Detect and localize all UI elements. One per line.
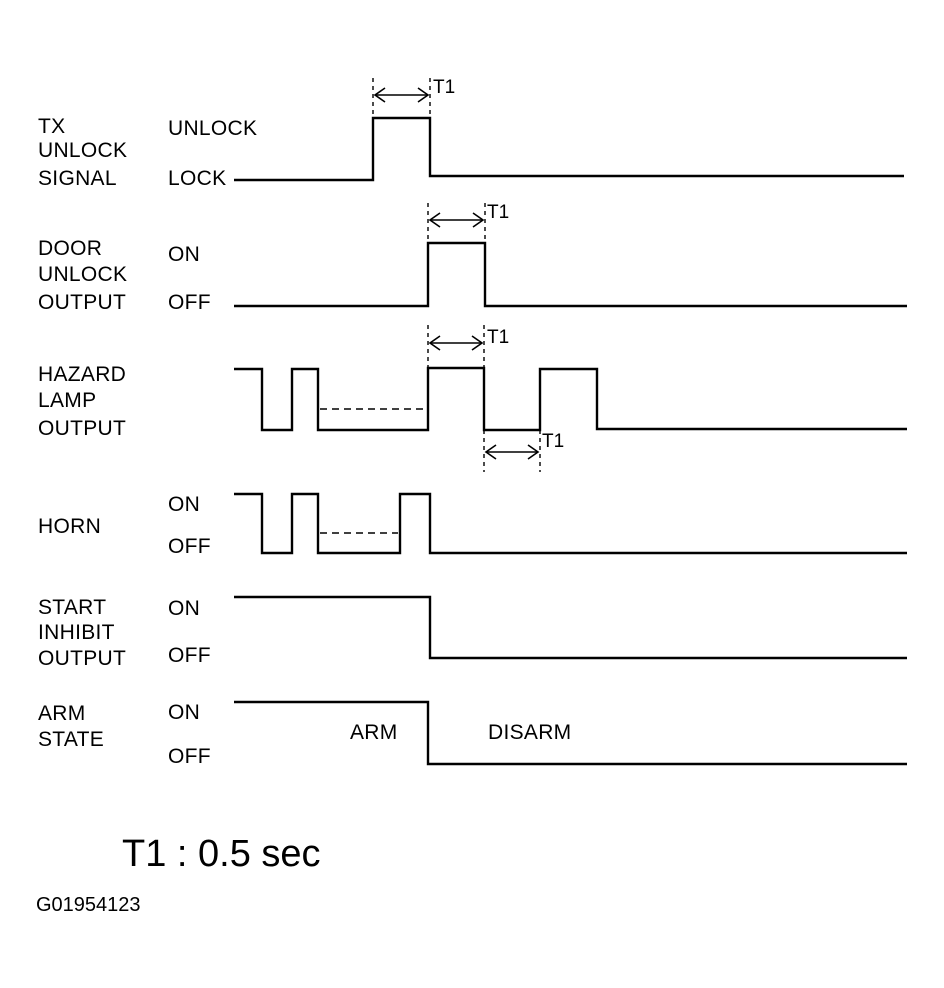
door-waveform [234, 241, 907, 308]
figure-code: G01954123 [36, 894, 141, 916]
hazard-waveform [234, 366, 907, 432]
hazard-name-line-2: LAMP [38, 389, 97, 412]
t1-arrow-hazard-on [428, 335, 484, 351]
arm-state-label: ARM [350, 721, 398, 744]
door-name-line-2: UNLOCK [38, 263, 128, 286]
tx-name-line-2: UNLOCK [38, 139, 128, 162]
t1-label-tx: T1 [433, 77, 456, 98]
horn-waveform [234, 492, 907, 555]
horn-name-line-1: HORN [38, 515, 102, 538]
disarm-state-label: DISARM [488, 721, 572, 744]
t1-legend: T1 : 0.5 sec [122, 833, 321, 875]
horn-low-label: OFF [168, 535, 211, 558]
door-name-line-3: OUTPUT [38, 291, 127, 314]
t1-label-door: T1 [487, 202, 510, 223]
arm-name-line-1: ARM [38, 702, 86, 725]
arm-low-label: OFF [168, 745, 211, 768]
start-name-line-2: INHIBIT [38, 621, 115, 644]
hazard-name-line-3: OUTPUT [38, 417, 127, 440]
tx-waveform [234, 116, 904, 182]
tx-name-line-3: SIGNAL [38, 167, 117, 190]
t1-arrow-door [428, 212, 485, 228]
arm-waveform [234, 700, 907, 766]
tx-name-line-1: TX [38, 115, 66, 138]
t1-label-hazard-on: T1 [487, 327, 510, 348]
t1-arrow-hazard-off [484, 444, 540, 460]
t1-arrow-tx [373, 87, 430, 103]
tx-low-label: LOCK [168, 167, 227, 190]
tx-high-label: UNLOCK [168, 117, 258, 140]
door-name-line-1: DOOR [38, 237, 103, 260]
hazard-name-line-1: HAZARD [38, 363, 127, 386]
arm-name-line-2: STATE [38, 728, 105, 751]
door-high-label: ON [168, 243, 201, 266]
arm-high-label: ON [168, 701, 201, 724]
start-name-line-3: OUTPUT [38, 647, 127, 670]
t1-label-hazard-off: T1 [542, 431, 565, 452]
door-low-label: OFF [168, 291, 211, 314]
start-name-line-1: START [38, 596, 107, 619]
horn-high-label: ON [168, 493, 201, 516]
start-waveform [234, 595, 907, 660]
start-low-label: OFF [168, 644, 211, 667]
start-high-label: ON [168, 597, 201, 620]
